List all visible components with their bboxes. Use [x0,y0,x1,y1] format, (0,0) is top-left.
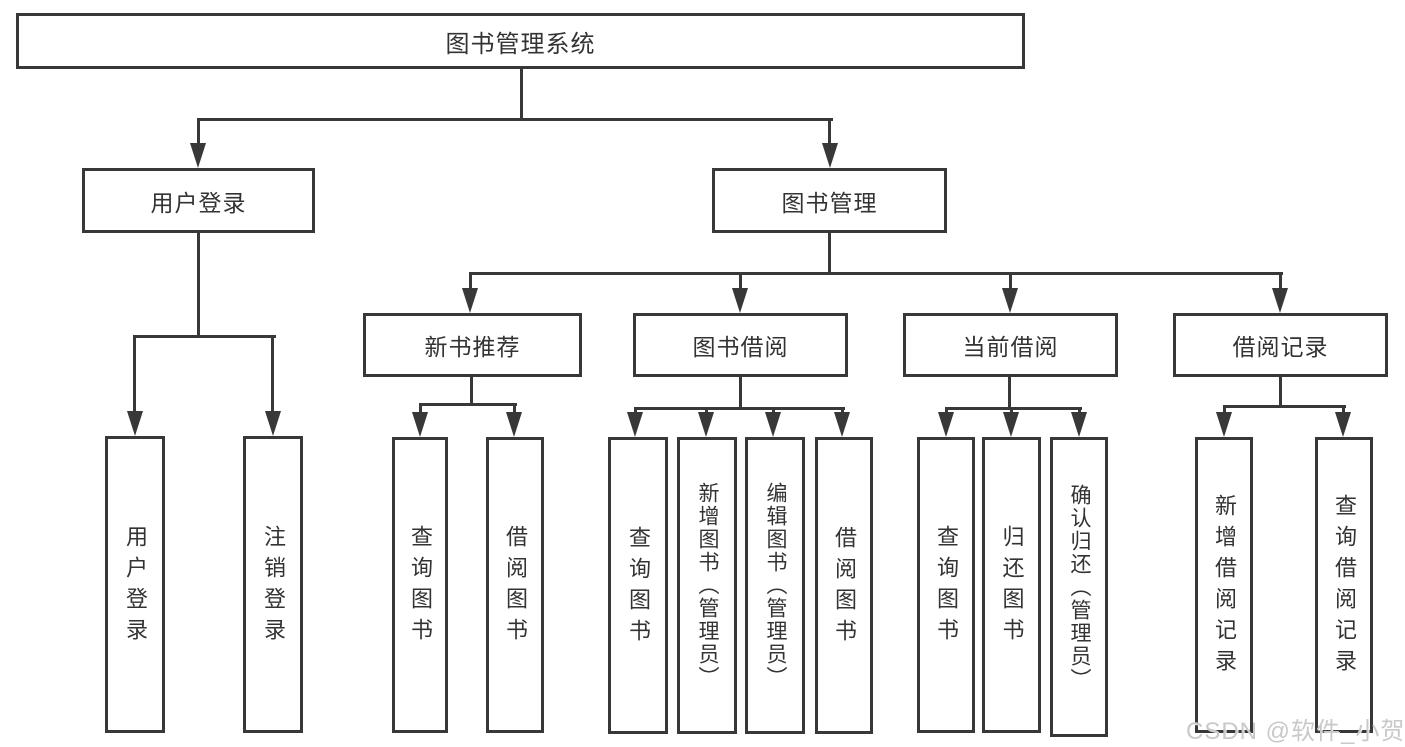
connector-line [739,377,742,410]
csdn-watermark: CSDN @软件_小贺同学 [1186,718,1405,745]
arrow-down-icon [1071,412,1087,437]
connector-line [1279,377,1282,408]
node-library-system: 图书管理系统 [16,13,1025,69]
connector-line [197,118,833,121]
connector-line [945,407,1082,410]
connector-line [197,118,200,146]
connector-line [197,233,200,338]
connector-line [705,407,708,415]
connector-line [1010,407,1013,415]
leaf-add-borrow-record: 新增借阅记录 [1195,437,1253,733]
connector-line [945,407,948,415]
connector-line [828,233,831,275]
connector-line [1078,407,1081,415]
arrow-down-icon [732,288,748,313]
connector-line [133,335,136,413]
connector-line [469,272,1283,275]
connector-line [841,407,844,415]
leaf-add-books-admin: 新增图书（管理员） [677,437,737,734]
node-user-login: 用户登录 [82,168,315,233]
leaf-query-borrow-record: 查询借阅记录 [1315,437,1373,733]
leaf-query-books-recommend: 查询图书 [392,437,448,733]
connector-line [520,69,523,118]
arrow-down-icon [1002,288,1018,313]
connector-line [634,407,845,410]
node-borrowing-records: 借阅记录 [1173,313,1388,377]
connector-line [271,335,274,413]
node-book-borrowing: 图书借阅 [633,313,848,377]
connector-line [1008,377,1011,410]
arrow-down-icon [1216,412,1232,437]
connector-line [1279,272,1282,290]
node-current-borrowing: 当前借阅 [903,313,1118,377]
arrow-down-icon [938,412,954,437]
leaf-query-books-borrowing: 查询图书 [608,437,668,734]
connector-line [1009,272,1012,290]
arrow-down-icon [412,412,428,437]
arrow-down-icon [506,412,522,437]
arrow-down-icon [1335,412,1351,437]
arrow-down-icon [1272,288,1288,313]
arrow-down-icon [834,412,850,437]
leaf-edit-books-admin: 编辑图书（管理员） [745,437,805,734]
leaf-query-books-current: 查询图书 [917,437,975,733]
connector-line [828,118,831,146]
connector-line [1342,405,1345,415]
connector-line [1223,405,1226,415]
arrow-down-icon [462,288,478,313]
connector-line [419,403,422,414]
leaf-borrow-books-borrowing: 借阅图书 [815,437,873,734]
leaf-return-books: 归还图书 [982,437,1041,733]
connector-line [419,403,517,406]
connector-line [513,403,516,414]
arrow-down-icon [822,143,838,168]
arrow-down-icon [627,412,643,437]
connector-line [634,407,637,415]
connector-line [469,272,472,290]
connector-line [470,377,473,406]
leaf-user-login: 用户登录 [105,436,165,733]
arrow-down-icon [265,411,281,436]
arrow-down-icon [698,412,714,437]
leaf-logout: 注销登录 [243,436,303,733]
arrow-down-icon [190,143,206,168]
arrow-down-icon [1003,412,1019,437]
connector-line [772,407,775,415]
leaf-borrow-books-recommend: 借阅图书 [486,437,544,733]
arrow-down-icon [765,412,781,437]
connector-line [133,335,276,338]
node-book-management: 图书管理 [712,168,947,233]
connector-line [1223,405,1346,408]
arrow-down-icon [127,411,143,436]
connector-line [739,272,742,290]
leaf-confirm-return-admin: 确认归还（管理员） [1050,437,1108,737]
node-new-book-recommend: 新书推荐 [363,313,582,377]
